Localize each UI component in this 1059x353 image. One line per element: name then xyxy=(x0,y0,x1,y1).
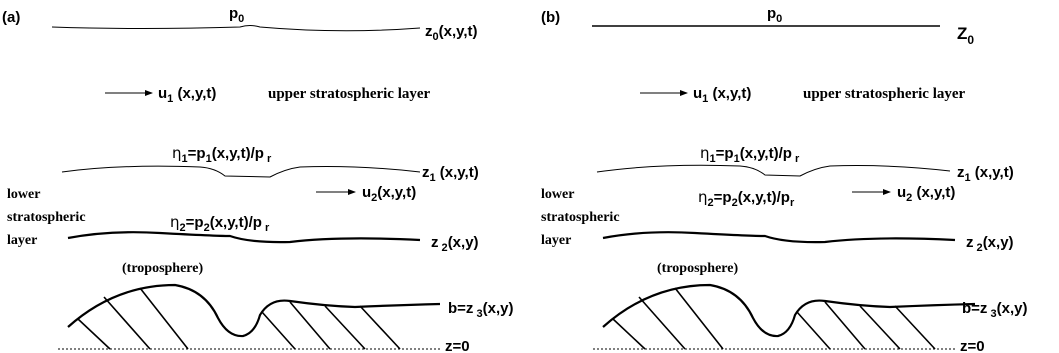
panel-b-lower-layer-line-2: stratospheric xyxy=(541,210,620,225)
panel-a-u2-label: u2(x,y,t) xyxy=(362,184,416,204)
panel-b-terrain-hatching xyxy=(612,287,936,350)
panel-b-eta2-label: η2=p2(x,y,t)/pr xyxy=(698,188,795,209)
panel-b-troposphere-label: (troposphere) xyxy=(657,261,738,276)
panel-a-lower-layer-line-3: layer xyxy=(7,233,37,248)
panel-a: (a) p0 z0(x,y,t) u1 (x,y,t) upper strato… xyxy=(2,5,513,353)
panel-a-z1-label: z1 (x,y,t) xyxy=(422,164,479,184)
panel-b-eta1-label: η1=p1(x,y,t)/p r xyxy=(700,144,800,165)
panel-a-z1-surface-line xyxy=(61,165,421,178)
panel-a-top-surface-label: z0(x,y,t) xyxy=(425,23,478,43)
panel-a-troposphere-label: (troposphere) xyxy=(122,261,203,276)
panel-a-top-surface-line xyxy=(51,25,421,32)
panel-b-bottom-label: b=z 3(x,y) xyxy=(962,300,1027,320)
panel-a-upper-layer-label: upper stratospheric layer xyxy=(268,86,431,102)
panel-a-lower-layer-line-1: lower xyxy=(7,187,40,202)
panel-a-lower-layer-line-2: stratospheric xyxy=(7,210,86,225)
panel-b-top-surface-label: Z0 xyxy=(957,24,974,47)
panel-b-z2-label: z 2(x,y) xyxy=(966,234,1014,254)
panel-b-z1-label: z1 (x,y,t) xyxy=(957,164,1014,184)
panel-b-z1-surface-line xyxy=(596,164,951,177)
panel-a-tag: (a) xyxy=(2,9,20,26)
panel-b-upper-layer-label: upper stratospheric layer xyxy=(803,86,966,102)
panel-a-top-pressure: p0 xyxy=(229,5,244,25)
panel-a-ground-label: z=0 xyxy=(445,338,470,353)
panel-a-terrain-hatching xyxy=(77,287,401,350)
panel-b-ground-label: z=0 xyxy=(960,338,985,353)
panel-a-eta1-label: η1=p1(x,y,t)/p r xyxy=(172,144,272,165)
panel-b-top-pressure: p0 xyxy=(767,5,782,25)
panel-b-lower-layer-line-3: layer xyxy=(541,233,571,248)
panel-b-terrain-line xyxy=(602,283,976,338)
panel-a-u1-label: u1 (x,y,t) xyxy=(158,85,216,105)
panel-a-z2-label: z 2(x,y) xyxy=(431,234,479,254)
panel-b-tag: (b) xyxy=(541,9,560,26)
panel-b-u2-label: u2 (x,y,t) xyxy=(897,184,955,204)
panel-a-eta2-label: η2=p2(x,y,t)/p r xyxy=(170,213,270,234)
panel-b-z2-surface-line xyxy=(602,231,956,244)
panel-a-z2-surface-line xyxy=(67,231,421,244)
panel-b-lower-layer-line-1: lower xyxy=(541,187,574,202)
panel-b-u1-label: u1 (x,y,t) xyxy=(693,85,751,105)
panel-a-terrain-line xyxy=(67,283,441,338)
panel-a-bottom-label: b=z 3(x,y) xyxy=(448,300,513,320)
panel-b: (b) p0 Z0 u1 (x,y,t) upper stratospheric… xyxy=(541,5,1027,353)
